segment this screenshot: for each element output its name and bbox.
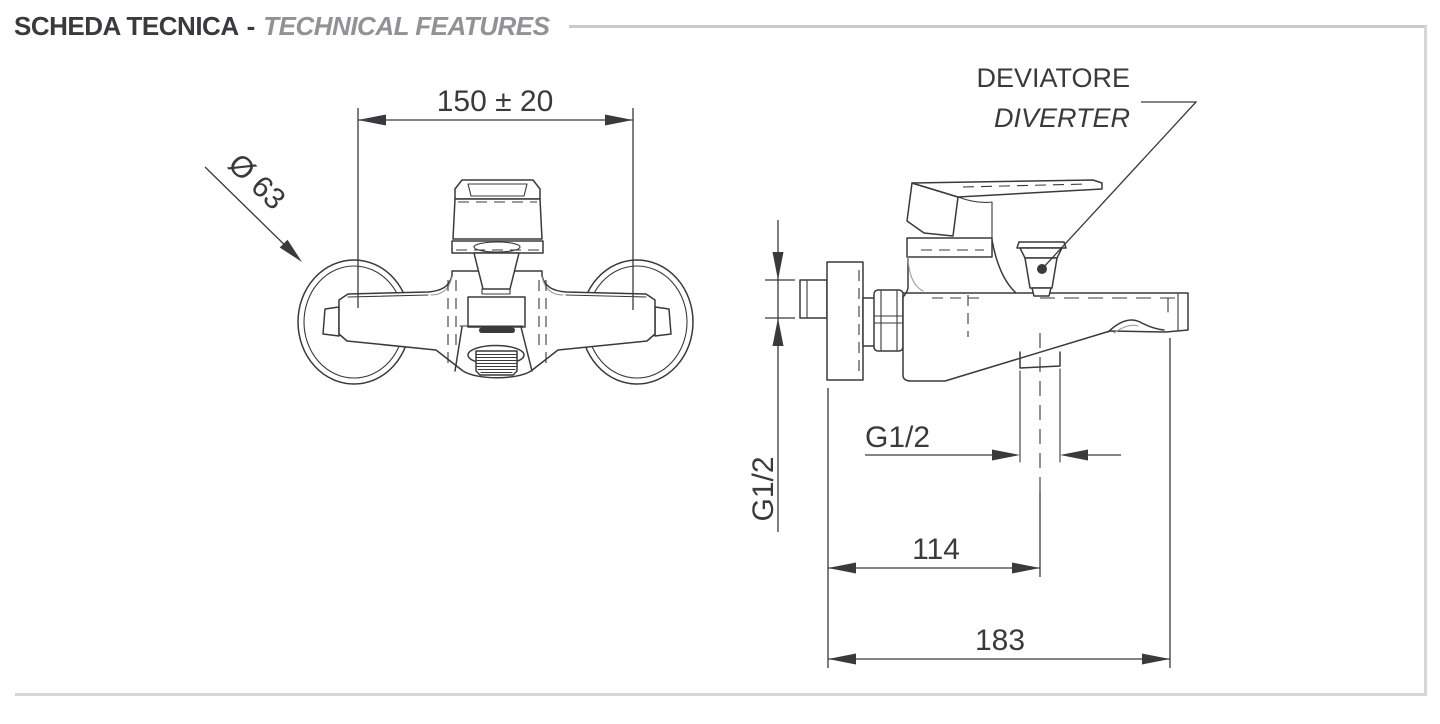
side-view-dimension-183: 183 (828, 338, 1171, 668)
dim-wall-distance-label: 150 ± 20 (437, 85, 554, 118)
front-view-body (322, 270, 672, 379)
side-view-dimension-shower-thread: G1/2 (865, 421, 1121, 461)
spout-slot (479, 327, 515, 333)
side-view-handle (906, 179, 1103, 241)
front-view-aerator (467, 344, 525, 376)
dim-total-depth-label: 183 (975, 624, 1025, 657)
diverter-callout: DEVIATORE DIVERTER (976, 63, 1198, 270)
side-view-dimension-114: 114 (827, 388, 1040, 668)
dim-wall-to-outlet-label: 114 (912, 533, 960, 566)
sheet-title-separator: - (246, 11, 256, 41)
front-view-handle (451, 179, 544, 295)
side-view-wall-connection (799, 261, 904, 381)
frame-border-right (1424, 26, 1427, 696)
side-view-diverter-knob (1016, 241, 1067, 297)
diverter-label-secondary: DIVERTER (994, 103, 1130, 133)
front-view-dimension-diameter: Ø 63 (204, 148, 302, 262)
front-view-dimension-width: 150 ± 20 (357, 85, 634, 310)
diverter-label-primary: DEVIATORE (976, 63, 1130, 93)
side-view: DEVIATORE DIVERTER G1/2 G1/2 (747, 63, 1198, 668)
dim-inlet-thread-label: G1/2 (747, 456, 780, 521)
frame-border-bottom (15, 693, 1427, 696)
sheet-title-secondary: TECHNICAL FEATURES (263, 11, 550, 41)
header-rule (569, 25, 1427, 28)
sheet-title-primary: SCHEDA TECNICA (14, 11, 239, 41)
dim-shower-thread-label: G1/2 (865, 421, 930, 454)
sheet-header: SCHEDA TECNICA - TECHNICAL FEATURES (14, 11, 1427, 42)
side-view-body-spout (902, 237, 1189, 577)
front-view: 150 ± 20 Ø 63 (204, 85, 694, 385)
side-view-dimension-inlet-thread: G1/2 (747, 220, 795, 532)
dim-flange-diameter-label: Ø 63 (222, 148, 292, 217)
